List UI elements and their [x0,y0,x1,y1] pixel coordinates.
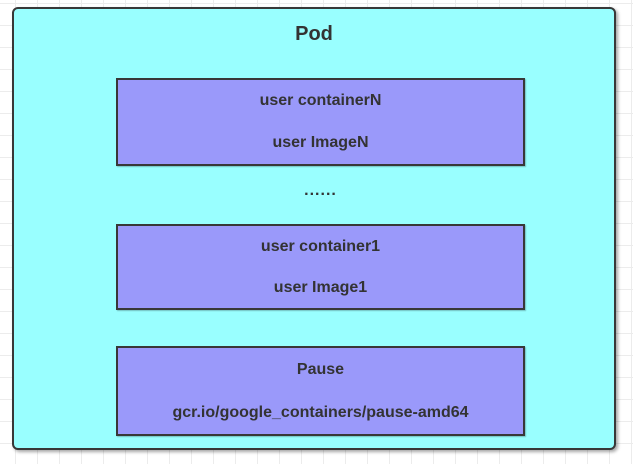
pod-box: Pod user containerN user ImageN ...... u… [12,7,616,450]
container-image-user-1: user Image1 [273,278,368,296]
ellipsis-text: ...... [304,182,337,199]
container-box-user-1: user container1 user Image1 [116,224,525,310]
container-name-user-n: user containerN [259,92,382,109]
container-image-pause: gcr.io/google_containers/pause-amd64 [172,403,469,421]
pod-title: Pod [295,23,333,45]
container-image-user-n: user ImageN [272,134,369,151]
container-box-user-n: user containerN user ImageN [116,78,525,166]
container-name-user-1: user container1 [260,237,381,255]
container-name-pause: Pause [296,360,345,378]
container-box-pause: Pause gcr.io/google_containers/pause-amd… [116,346,525,436]
